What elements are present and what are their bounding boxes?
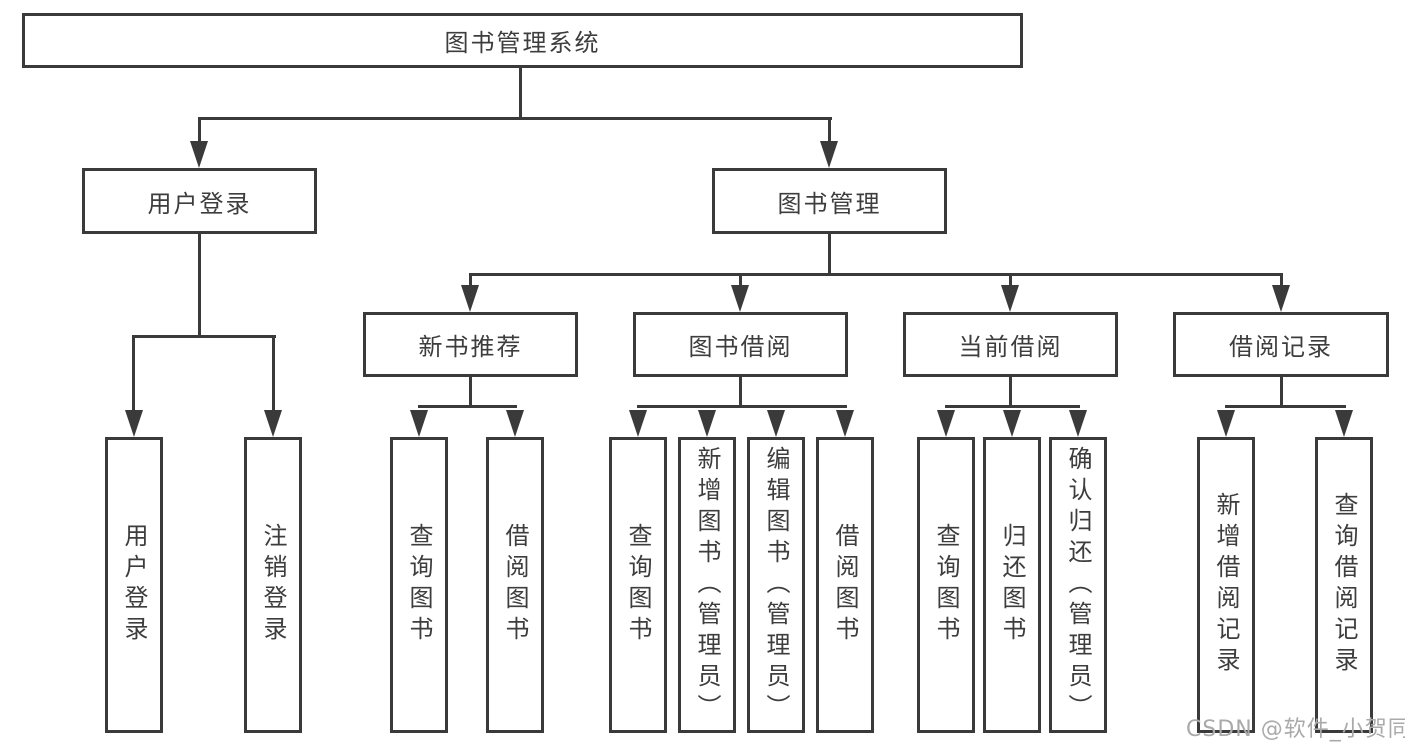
connector-records-stub [1280, 377, 1283, 408]
leaf-logout: 注销登录 [244, 437, 302, 733]
leaf-add-book-admin: 新增图书（管理员） [678, 437, 736, 733]
leaf-add-book-admin-label: 新增图书（管理员） [693, 445, 721, 725]
arrow-down-icon [264, 410, 282, 437]
arrow-down-icon [767, 410, 785, 437]
arrow-down-icon [1003, 410, 1021, 437]
connector-drop-borrow-records [1280, 273, 1283, 287]
leaf-edit-book-admin: 编辑图书（管理员） [747, 437, 805, 733]
node-book-management-group-label: 图书管理 [777, 189, 882, 218]
connector-borrowing-stub [739, 377, 742, 408]
arrow-down-icon [698, 410, 716, 437]
leaf-logout-label: 注销登录 [259, 523, 287, 647]
node-user-login-group-label: 用户登录 [147, 189, 252, 218]
arrow-down-icon [1335, 410, 1353, 437]
arrow-down-icon [1069, 410, 1087, 437]
arrow-down-icon [410, 410, 428, 437]
node-new-book-recommend: 新书推荐 [363, 312, 578, 377]
connector-user-branch [132, 335, 276, 338]
node-borrowing-records: 借阅记录 [1173, 312, 1389, 377]
leaf-user-login: 用户登录 [105, 437, 163, 733]
arrow-down-icon [629, 410, 647, 437]
node-root: 图书管理系统 [22, 13, 1023, 68]
arrow-down-icon [836, 410, 854, 437]
leaf-confirm-return-admin-label: 确认归还（管理员） [1064, 445, 1092, 725]
connector-drop-leaf-logout [272, 335, 275, 412]
node-user-login-group: 用户登录 [82, 168, 317, 234]
arrow-down-icon [1272, 285, 1290, 312]
node-book-borrowing-label: 图书借阅 [688, 333, 793, 361]
leaf-query-book-borrowing-label: 查询图书 [624, 523, 652, 647]
connector-drop-leaf-login [132, 335, 135, 412]
connector-drop-new-book [469, 273, 472, 287]
leaf-query-borrow-record: 查询借阅记录 [1315, 437, 1373, 733]
node-current-borrowing: 当前借阅 [903, 312, 1118, 377]
connector-drop-book-mgmt [828, 117, 831, 145]
leaf-query-book-current-label: 查询图书 [932, 523, 960, 647]
connector-drop-book-borrow [739, 273, 742, 287]
arrow-down-icon [1001, 285, 1019, 312]
connector-current-branch [945, 405, 1080, 408]
connector-newbook-branch [418, 405, 517, 408]
leaf-confirm-return-admin: 确认归还（管理员） [1049, 437, 1107, 733]
connector-drop-current-borrow [1009, 273, 1012, 287]
connector-level1-branch [198, 117, 832, 120]
leaf-query-book-current: 查询图书 [917, 437, 975, 733]
leaf-borrow-book-recommend-label: 借阅图书 [501, 523, 529, 647]
connector-user-group-stub [198, 234, 201, 338]
arrow-down-icon [125, 410, 143, 437]
leaf-edit-book-admin-label: 编辑图书（管理员） [762, 445, 790, 725]
arrow-down-icon [937, 410, 955, 437]
node-current-borrowing-label: 当前借阅 [958, 333, 1063, 361]
connector-current-stub [1009, 377, 1012, 408]
leaf-borrow-book-label: 借阅图书 [831, 523, 859, 647]
arrow-down-icon [506, 410, 524, 437]
connector-borrowing-branch [637, 405, 847, 408]
leaf-return-book-label: 归还图书 [998, 523, 1026, 647]
connector-newbook-stub [469, 377, 472, 408]
leaf-borrow-book: 借阅图书 [816, 437, 874, 733]
leaf-query-book-recommend: 查询图书 [390, 437, 448, 733]
node-book-management-group: 图书管理 [712, 168, 947, 234]
arrow-down-icon [1217, 410, 1235, 437]
node-borrowing-records-label: 借阅记录 [1229, 333, 1333, 361]
connector-drop-user-login [198, 117, 201, 145]
node-root-label: 图书管理系统 [444, 29, 601, 57]
node-book-borrowing: 图书借阅 [633, 312, 848, 377]
arrow-down-icon [820, 141, 838, 168]
leaf-add-borrow-record: 新增借阅记录 [1197, 437, 1255, 733]
leaf-borrow-book-recommend: 借阅图书 [486, 437, 544, 733]
connector-level3-branch [469, 273, 1283, 276]
connector-root-stub [519, 68, 522, 120]
leaf-query-book-borrowing: 查询图书 [609, 437, 667, 733]
connector-records-branch [1225, 405, 1346, 408]
node-new-book-recommend-label: 新书推荐 [418, 333, 523, 361]
leaf-user-login-label: 用户登录 [120, 523, 148, 647]
arrow-down-icon [731, 285, 749, 312]
csdn-watermark: CSDN @软件_小贺同学 [1186, 717, 1405, 742]
leaf-query-book-recommend-label: 查询图书 [405, 523, 433, 647]
leaf-query-borrow-record-label: 查询借阅记录 [1330, 492, 1358, 678]
connector-book-group-stub [828, 234, 831, 276]
arrow-down-icon [190, 141, 208, 168]
leaf-return-book: 归还图书 [983, 437, 1041, 733]
arrow-down-icon [461, 285, 479, 312]
leaf-add-borrow-record-label: 新增借阅记录 [1212, 492, 1240, 678]
